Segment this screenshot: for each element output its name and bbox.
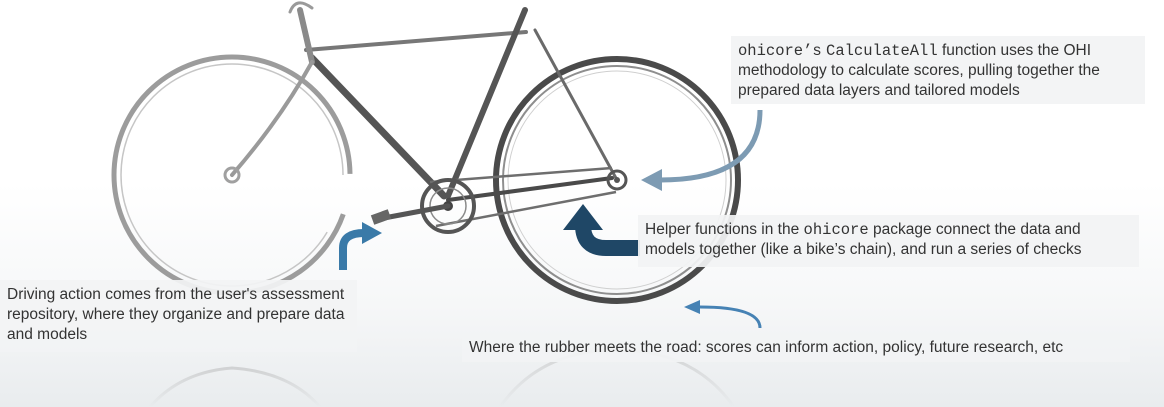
helper-text-end: package connect the data and models toge…	[645, 221, 1082, 258]
callout-helper-functions: Helper functions in the ohicore package …	[638, 215, 1139, 267]
calculate-all-code-function: CalculateAll	[826, 42, 938, 60]
calculate-all-code-ohicore: ohicore’s	[738, 42, 822, 60]
curved-arrow-light	[641, 109, 763, 191]
calculate-all-text: function uses the OHI methodology to cal…	[738, 42, 1100, 99]
callout-rubber-road: Where the rubber meets the road: scores …	[462, 333, 1130, 362]
rear-hub	[606, 169, 628, 191]
helper-text-start: Helper functions in the	[645, 221, 804, 238]
front-hub	[223, 166, 241, 184]
bicycle-chain	[429, 166, 617, 228]
curved-arrow-mid	[339, 222, 382, 270]
driving-text: Driving action comes from the user's ass…	[7, 286, 345, 343]
callout-calculate-all: ohicore’s CalculateAll function uses the…	[731, 36, 1145, 104]
helper-code-ohicore: ohicore	[803, 221, 869, 239]
curved-arrow-road	[684, 300, 762, 329]
rubber-text: Where the rubber meets the road: scores …	[469, 339, 1064, 356]
curved-arrow-dark	[563, 204, 640, 256]
chainring	[370, 178, 476, 234]
callout-driving-action: Driving action comes from the user's ass…	[0, 280, 357, 352]
bicycle-frame	[230, 1, 619, 202]
rear-wheel	[493, 56, 741, 304]
